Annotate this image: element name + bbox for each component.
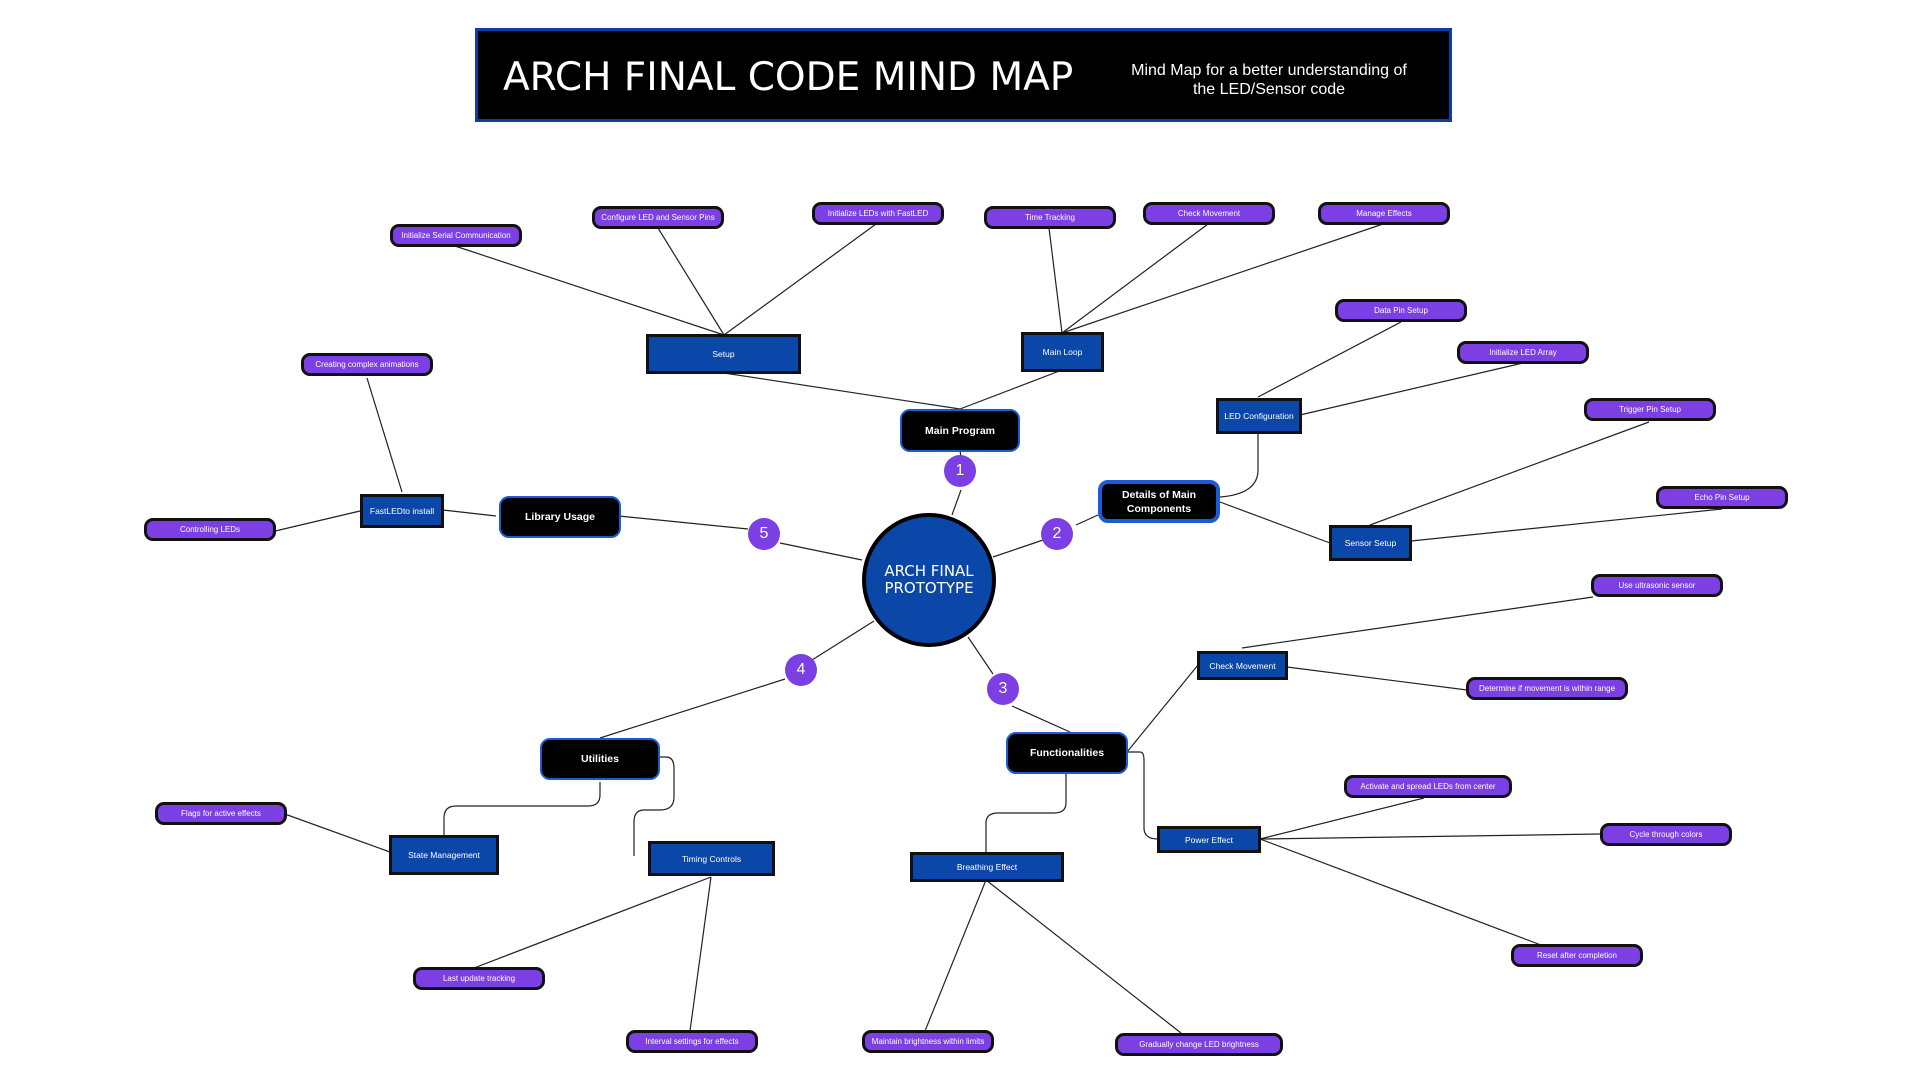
leaf-reset-completion[interactable]: Reset after completion — [1511, 944, 1643, 967]
node-led-configuration[interactable]: LED Configuration — [1216, 398, 1302, 434]
node-details-of-main-components[interactable]: Details of Main Components — [1098, 480, 1220, 523]
badge-4: 4 — [785, 654, 817, 686]
badge-1: 1 — [944, 455, 976, 487]
leaf-manage-effects[interactable]: Manage Effects — [1318, 202, 1450, 225]
leaf-trigger-pin-setup[interactable]: Trigger Pin Setup — [1584, 398, 1716, 421]
node-functionalities[interactable]: Functionalities — [1006, 732, 1128, 774]
center-node[interactable]: ARCH FINAL PROTOTYPE — [862, 513, 996, 647]
leaf-flags-active[interactable]: Flags for active effects — [155, 802, 287, 825]
leaf-determine-range[interactable]: Determine if movement is within range — [1466, 677, 1628, 700]
node-power-effect[interactable]: Power Effect — [1157, 826, 1261, 853]
node-main-program[interactable]: Main Program — [900, 409, 1020, 452]
page-subtitle: Mind Map for a better understanding of t… — [1131, 62, 1407, 98]
node-breathing-effect[interactable]: Breathing Effect — [910, 852, 1064, 882]
node-state-management[interactable]: State Management — [389, 835, 499, 875]
leaf-init-serial[interactable]: Initialize Serial Communication — [390, 224, 522, 247]
title-banner: ARCH FINAL CODE MIND MAP Mind Map for a … — [475, 28, 1452, 122]
node-sensor-setup[interactable]: Sensor Setup — [1329, 525, 1412, 561]
leaf-echo-pin-setup[interactable]: Echo Pin Setup — [1656, 486, 1788, 509]
leaf-check-movement[interactable]: Check Movement — [1143, 202, 1275, 225]
node-main-loop[interactable]: Main Loop — [1021, 332, 1104, 372]
leaf-init-led-array[interactable]: Initialize LED Array — [1457, 341, 1589, 364]
leaf-gradually-change[interactable]: Gradually change LED brightness — [1115, 1033, 1283, 1056]
leaf-interval-settings[interactable]: Interval settings for effects — [626, 1030, 758, 1053]
leaf-maintain-brightness[interactable]: Maintain brightness within limits — [862, 1030, 994, 1053]
node-utilities[interactable]: Utilities — [540, 738, 660, 780]
leaf-controlling-leds[interactable]: Controlling LEDs — [144, 518, 276, 541]
node-timing-controls[interactable]: Timing Controls — [648, 841, 775, 876]
leaf-activate-spread[interactable]: Activate and spread LEDs from center — [1344, 775, 1512, 798]
badge-5: 5 — [748, 518, 780, 550]
leaf-last-update[interactable]: Last update tracking — [413, 967, 545, 990]
leaf-cycle-colors[interactable]: Cycle through colors — [1600, 823, 1732, 846]
node-library-usage[interactable]: Library Usage — [499, 496, 621, 538]
center-node-label: ARCH FINAL PROTOTYPE — [884, 562, 974, 597]
leaf-configure-pins[interactable]: Configure LED and Sensor Pins — [592, 206, 724, 229]
leaf-data-pin-setup[interactable]: Data Pin Setup — [1335, 299, 1467, 322]
leaf-init-leds[interactable]: Initialize LEDs with FastLED — [812, 202, 944, 225]
leaf-use-ultrasonic[interactable]: Use ultrasonic sensor — [1591, 574, 1723, 597]
node-check-movement[interactable]: Check Movement — [1197, 651, 1288, 680]
badge-2: 2 — [1041, 518, 1073, 550]
page-title: ARCH FINAL CODE MIND MAP — [503, 55, 1074, 100]
leaf-time-tracking[interactable]: Time Tracking — [984, 206, 1116, 229]
badge-3: 3 — [987, 673, 1019, 705]
node-setup[interactable]: Setup — [646, 334, 801, 374]
node-fastled-install[interactable]: FastLEDto install — [360, 494, 444, 528]
leaf-creating-animations[interactable]: Creating complex animations — [301, 353, 433, 376]
